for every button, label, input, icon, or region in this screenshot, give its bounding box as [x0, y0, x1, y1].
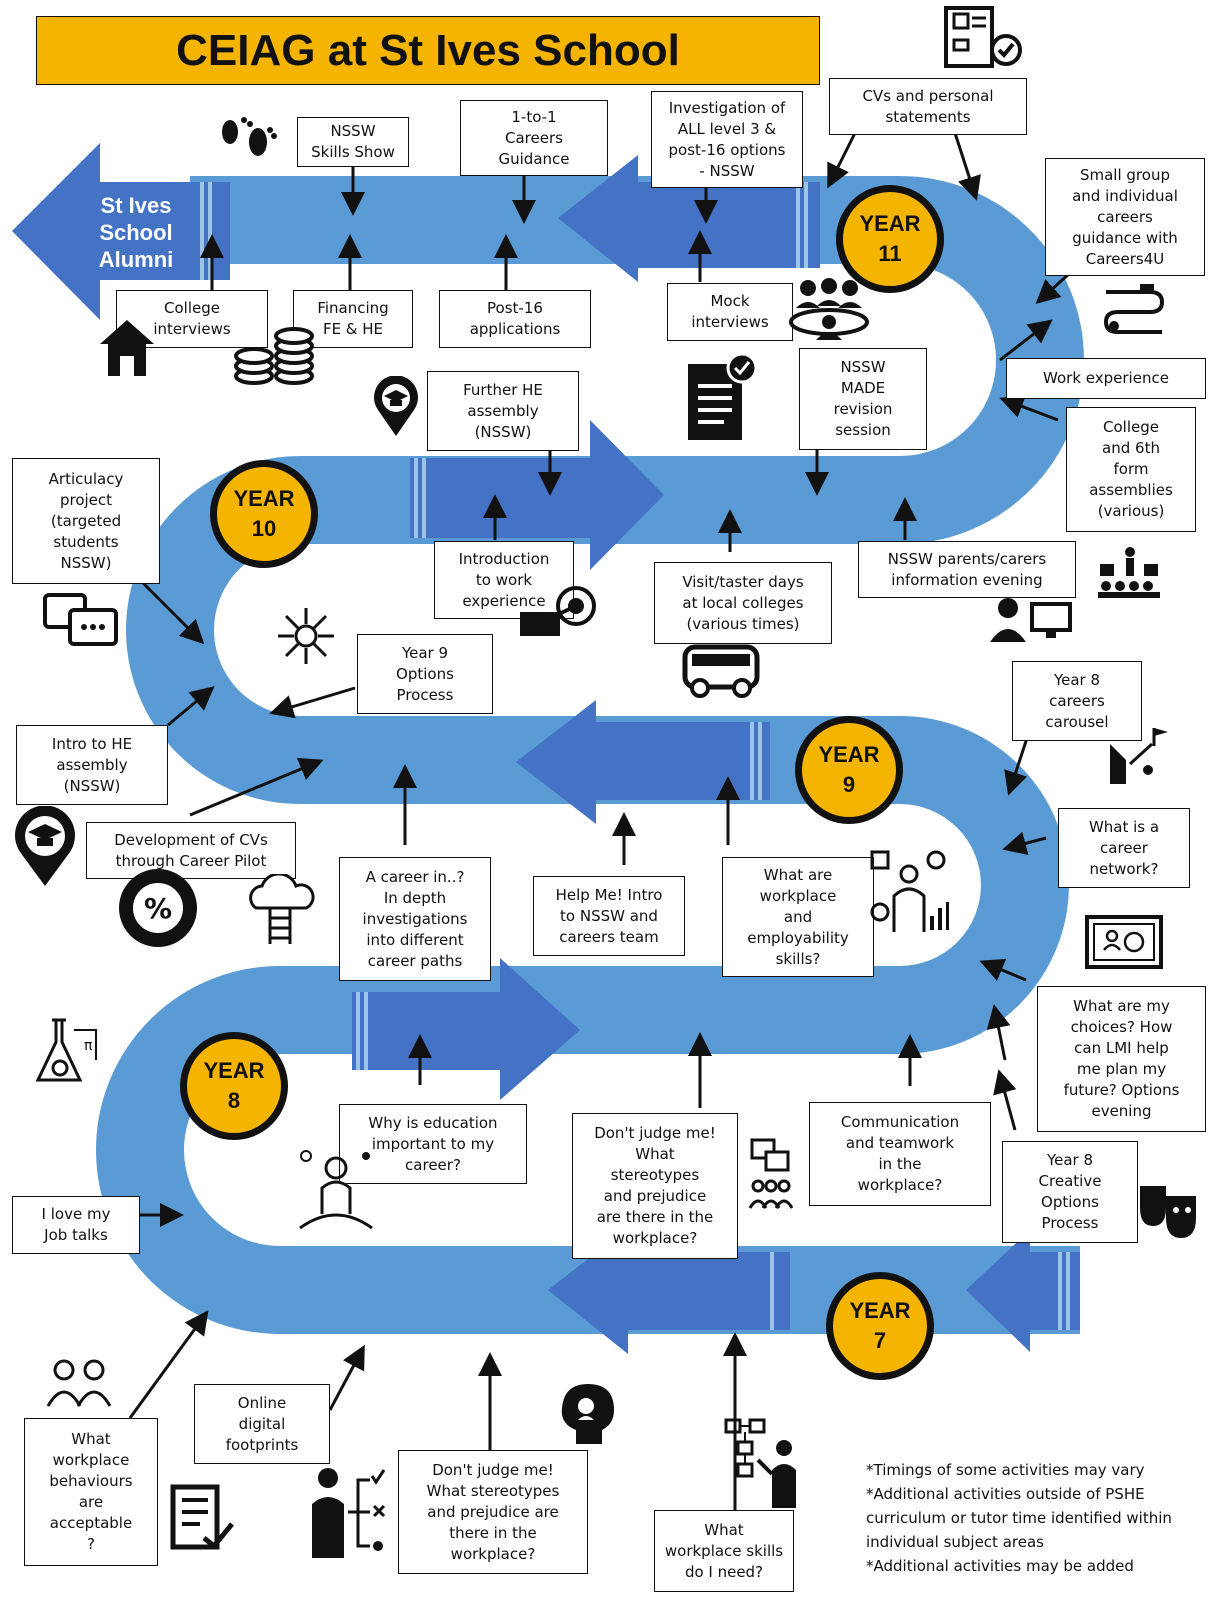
- svg-text:%: %: [144, 892, 172, 925]
- communication-teamwork-box: Communication and teamwork in the workpl…: [809, 1102, 991, 1206]
- made-revision-box: NSSW MADE revision session: [799, 348, 927, 450]
- cv-check-icon: [944, 6, 1022, 68]
- visit-taster-days-box: Visit/taster days at local colleges (var…: [654, 562, 832, 644]
- start-arrow: [966, 1230, 1080, 1352]
- dont-judge-upper-box: Don't judge me! What stereotypes and pre…: [572, 1113, 738, 1259]
- coins-icon: [234, 327, 314, 385]
- year9-arrow-stripe: [758, 722, 762, 800]
- year-9-badge: YEAR 9: [795, 716, 903, 824]
- further-he-assembly-box: Further HE assembly (NSSW): [427, 371, 579, 451]
- year10-arrow-stripe: [422, 458, 426, 538]
- chat-bubbles-icon: [43, 593, 118, 646]
- skills-person-icon: [870, 850, 949, 932]
- audience-presenter-icon: [1098, 547, 1160, 598]
- network-hub-icon: [278, 608, 334, 664]
- year8-arrow: [352, 958, 580, 1100]
- choices-lmi-box: What are my choices? How can LMI help me…: [1037, 986, 1206, 1132]
- workplace-skills-question-box: What are workplace and employability ski…: [722, 857, 874, 977]
- work-experience-box: Work experience: [1006, 358, 1206, 399]
- svg-text:π: π: [84, 1038, 93, 1054]
- year8-carousel-box: Year 8 careers carousel: [1012, 661, 1142, 741]
- group-meeting-icon: [789, 278, 869, 340]
- intro-work-experience-box: Introduction to work experience: [434, 541, 574, 619]
- workplace-skills-need-box: What workplace skills do I need?: [654, 1510, 794, 1592]
- year10-arrow-stripe: [414, 458, 418, 538]
- connectors: [128, 132, 1072, 1510]
- year-7-badge: YEAR 7: [826, 1272, 934, 1380]
- dont-judge-lower-box: Don't judge me! What stereotypes and pre…: [398, 1450, 588, 1574]
- workplace-behaviours-box: What workplace behaviours are acceptable…: [24, 1418, 158, 1566]
- intro-he-assembly-box: Intro to HE assembly (NSSW): [16, 725, 168, 805]
- decision-person-icon: [312, 1468, 386, 1558]
- page-title: CEIAG at St Ives School: [36, 16, 820, 85]
- year9-arrow: [516, 700, 770, 824]
- year9-arrow-stripe: [750, 722, 754, 800]
- year8-arrow-stripe: [356, 992, 360, 1070]
- house-icon: [100, 320, 154, 376]
- investigation-options-box: Investigation of ALL level 3 & post-16 o…: [651, 91, 803, 188]
- year-11-badge: YEAR 11: [836, 185, 944, 293]
- presentation-screen-icon: [1085, 915, 1163, 969]
- year8-creative-options-box: Year 8 Creative Options Process: [1002, 1141, 1138, 1243]
- year9-options-box: Year 9 Options Process: [357, 634, 493, 714]
- bus-icon: [682, 644, 760, 698]
- articulacy-project-box: Articulacy project (targeted students NS…: [12, 458, 160, 584]
- person-computer-icon: [990, 598, 1072, 642]
- start-arrow-stripe: [1058, 1252, 1062, 1330]
- resume-icon: [170, 1484, 234, 1550]
- science-flask-icon: π: [35, 1018, 97, 1082]
- why-education-box: Why is education important to my career?: [339, 1104, 527, 1184]
- graduation-location-icon: [15, 806, 75, 886]
- post16-applications-box: Post-16 applications: [439, 290, 591, 348]
- year7-arrow: [548, 1228, 790, 1354]
- alumni-arrow-stripe: [200, 182, 204, 280]
- year-8-badge: YEAR 8: [180, 1032, 288, 1140]
- cvs-statements-box: CVs and personal statements: [829, 78, 1027, 135]
- year8-arrow-stripe: [364, 992, 368, 1070]
- alumni-label: St Ives School Alumni: [98, 193, 174, 272]
- alumni-arrow: [12, 143, 230, 320]
- year7-arrow-stripe: [770, 1252, 774, 1330]
- people-icon: [46, 1359, 112, 1407]
- year11-arrow-stripe: [804, 182, 808, 268]
- document-check-icon: [688, 352, 758, 440]
- nssw-skills-show-box: NSSW Skills Show: [297, 117, 409, 167]
- college-6th-form-box: College and 6th form assemblies (various…: [1066, 407, 1196, 532]
- year10-arrow: [410, 420, 664, 570]
- career-network-box: What is a career network?: [1058, 808, 1190, 888]
- cloud-ladder-icon: [249, 874, 315, 944]
- start-arrow-stripe: [1066, 1252, 1070, 1330]
- target-icon: [520, 586, 596, 636]
- percentage-chart-icon: %: [119, 869, 197, 947]
- help-me-intro-box: Help Me! Intro to NSSW and careers team: [533, 876, 685, 956]
- footprints-icon: [222, 117, 277, 156]
- year-10-badge: YEAR 10: [210, 460, 318, 568]
- footnote: *Additional activities may be added: [866, 1557, 1134, 1575]
- footnote: *Timings of some activities may vary: [866, 1461, 1145, 1479]
- group-discussion-icon: [748, 1138, 794, 1209]
- online-footprints-box: Online digital footprints: [194, 1384, 330, 1464]
- footnote: *Additional activities outside of PSHE c…: [866, 1485, 1172, 1551]
- footnotes: *Timings of some activities may vary *Ad…: [866, 1458, 1196, 1578]
- love-my-job-box: I love my Job talks: [12, 1196, 140, 1254]
- career-in-box: A career in..? In depth investigations i…: [339, 857, 491, 981]
- year11-arrow-stripe: [796, 182, 800, 268]
- development-cvs-box: Development of CVs through Career Pilot: [86, 822, 296, 879]
- mock-interviews-box: Mock interviews: [667, 283, 793, 341]
- small-group-guidance-box: Small group and individual careers guida…: [1045, 158, 1205, 276]
- education-location-icon: [374, 376, 418, 436]
- flowchart-presenter-icon: [724, 1418, 796, 1508]
- theatre-masks-icon: [1140, 1186, 1196, 1238]
- head-mind-icon: [561, 1384, 614, 1444]
- career-path-icon: [1103, 284, 1165, 334]
- astronaut-dreams-icon: [299, 1150, 373, 1230]
- one-to-one-guidance-box: 1-to-1 Careers Guidance: [460, 100, 608, 176]
- financing-box: Financing FE & HE: [293, 290, 413, 348]
- goal-flag-icon: [1110, 728, 1168, 784]
- alumni-arrow-stripe: [208, 182, 212, 280]
- parents-evening-box: NSSW parents/carers information evening: [858, 541, 1076, 598]
